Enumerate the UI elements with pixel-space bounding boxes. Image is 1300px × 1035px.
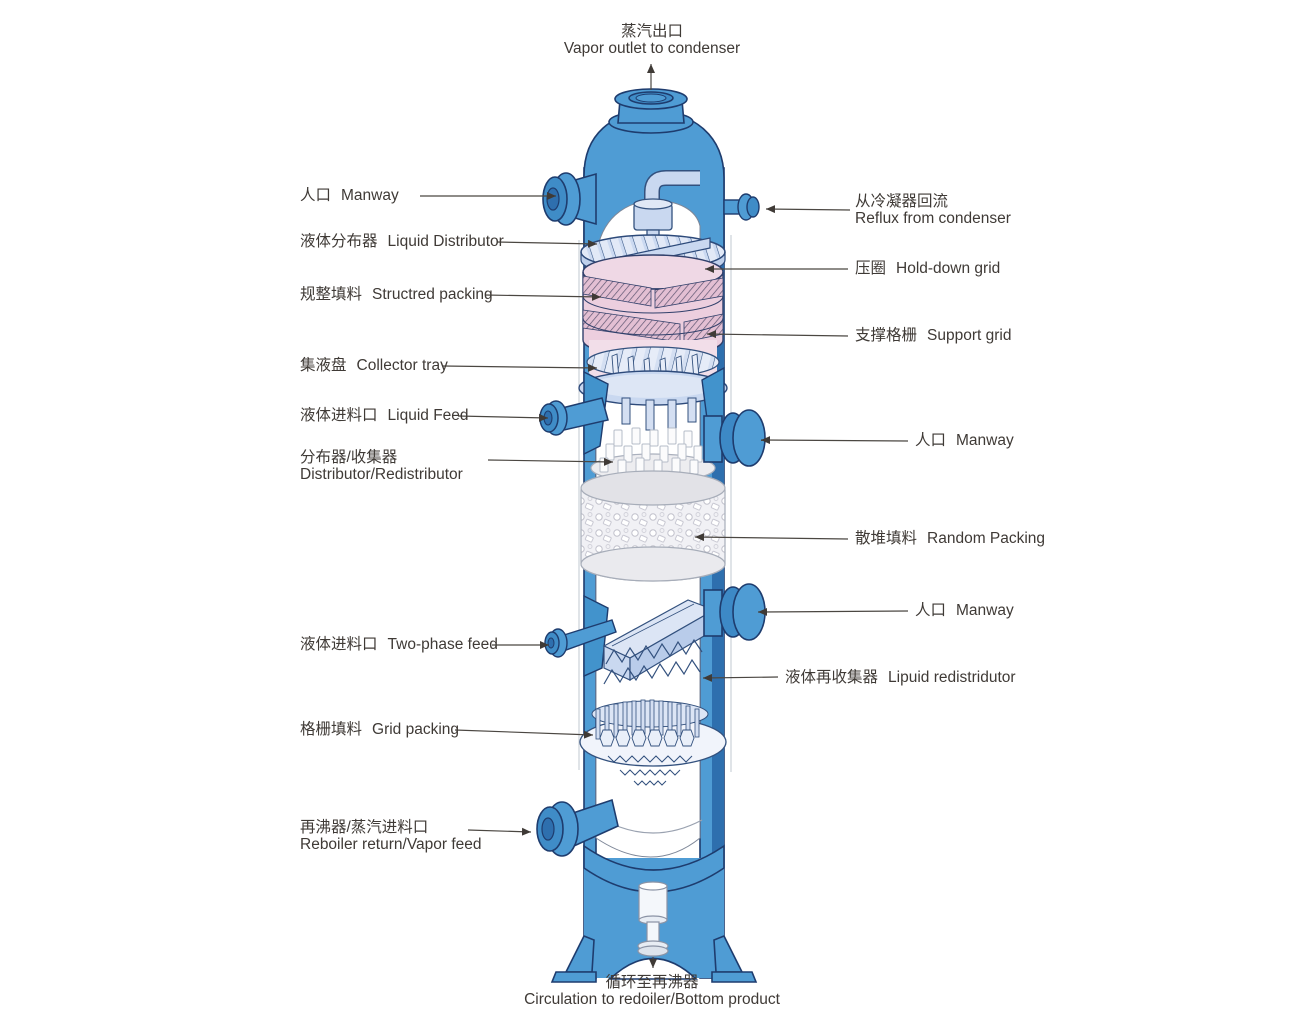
- leader-random-packing: [694, 533, 849, 542]
- bottom-outlet: [637, 881, 669, 957]
- support-grid: [582, 317, 724, 336]
- grid-packing: [579, 699, 727, 786]
- label-bottom-product-zh: 循环至再沸器: [605, 974, 699, 991]
- leader-support-grid: [706, 330, 849, 339]
- collector-tray: [578, 340, 728, 431]
- bottom-head: [583, 844, 725, 893]
- reboiler-nozzle: [536, 798, 619, 857]
- vapor-outlet-nozzle: [608, 88, 694, 134]
- label-vapor-outlet-en: Vapor outlet to condenser: [563, 40, 741, 57]
- skirt-feet: [550, 934, 758, 983]
- random-packing: [580, 470, 726, 582]
- liquid-redistributor-teeth: [603, 638, 703, 685]
- leader-liquid-redistributor: [702, 673, 779, 682]
- leader-manway-mid: [760, 436, 909, 445]
- leader-reboiler: [467, 827, 532, 836]
- manway-top-left: [542, 172, 597, 226]
- leader-collector-tray: [442, 363, 598, 372]
- leader-distributor-redistributor: [487, 457, 614, 466]
- manway-right-low: [703, 583, 766, 641]
- leader-lines: [420, 64, 909, 968]
- manway-right-mid: [703, 409, 766, 467]
- leader-liquid-feed: [457, 413, 549, 422]
- leader-structured-packing: [484, 292, 602, 301]
- leader-grid-packing: [454, 729, 594, 739]
- reflux-nozzle: [723, 193, 760, 221]
- leader-reflux: [765, 205, 851, 214]
- label-bottom-product: 循环至再沸器 Circulation to redoiler/Bottom pr…: [452, 974, 852, 1008]
- leader-liquid-distributor: [496, 239, 598, 248]
- skirt-opening: [608, 957, 698, 980]
- label-bottom-product-en: Circulation to redoiler/Bottom product: [524, 991, 780, 1008]
- label-vapor-outlet-zh: 蒸汽出口: [620, 23, 683, 40]
- redistributor-collar: [580, 470, 726, 506]
- leader-manway-low: [757, 607, 909, 616]
- label-vapor-outlet: 蒸汽出口 Vapor outlet to condenser: [452, 23, 852, 57]
